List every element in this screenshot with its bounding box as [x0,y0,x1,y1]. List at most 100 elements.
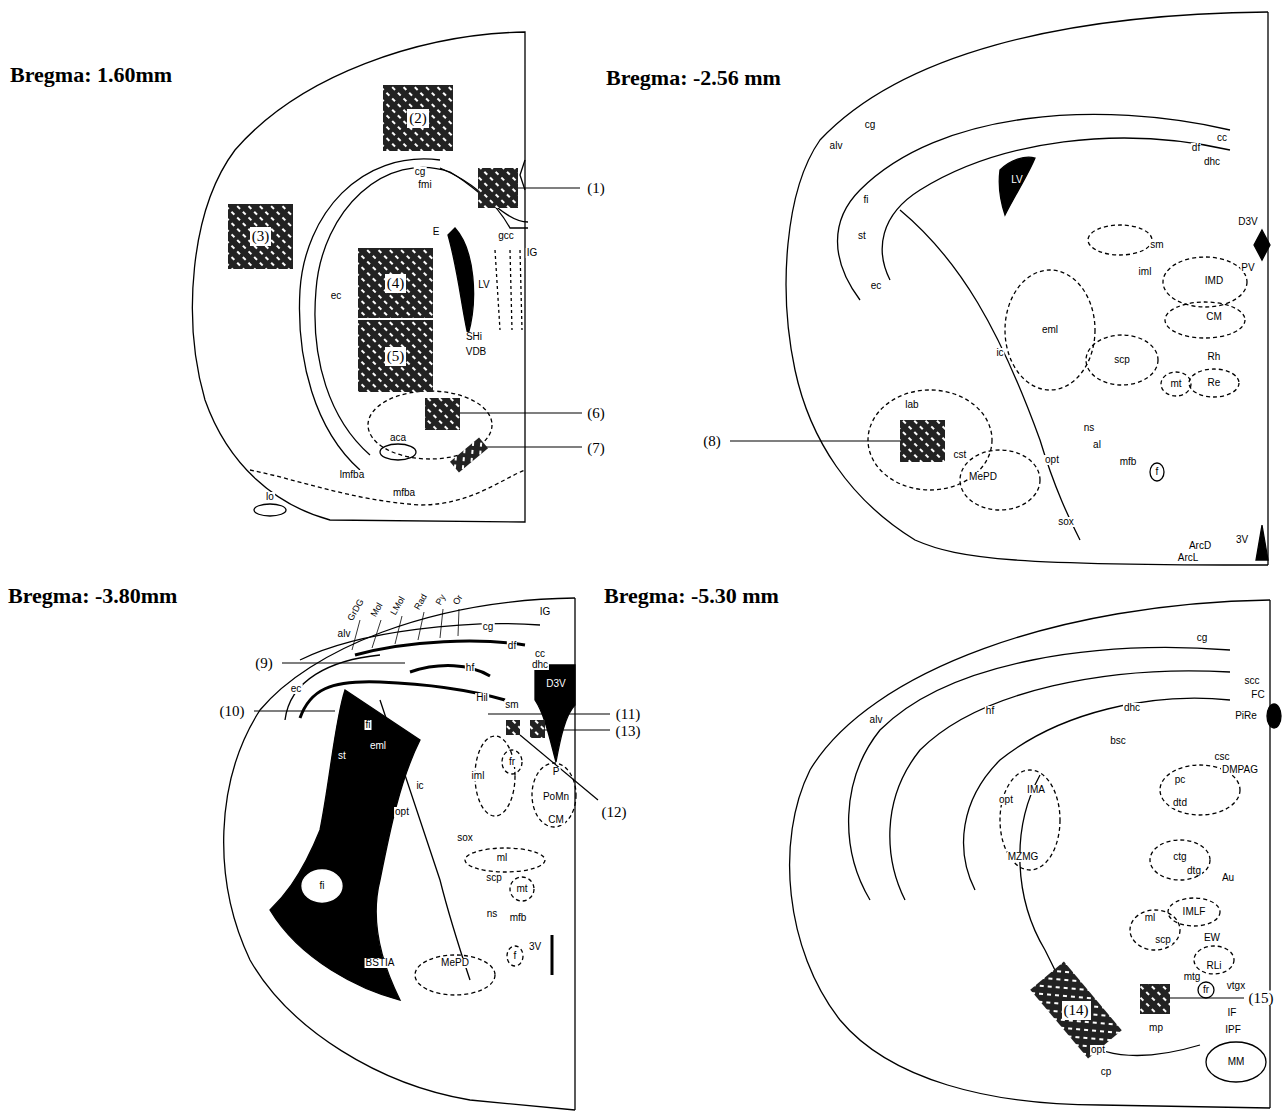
structure-label: IG [526,248,539,258]
structure-label: Au [1221,873,1235,883]
hatched-region: (14) [1032,966,1120,1054]
structure-label: ArcL [1177,553,1200,563]
section-outline [510,877,534,901]
structure-label: EW [1203,933,1221,943]
leader-line [460,188,582,447]
structure-label: MZMG [1007,852,1040,862]
section-outline [1206,1042,1266,1082]
leader-line [254,663,610,800]
structure-label: vtgx [1226,981,1246,991]
structure-label: dhc [531,660,549,670]
structure-label: mt [1169,379,1182,389]
section-outline [355,641,525,655]
structure-label: 3V [528,942,542,952]
structure-label: df [1191,143,1201,153]
structure-label: SHi [465,332,483,342]
structure-label: sm [1149,240,1164,250]
structure-label: cc [1216,133,1228,143]
structure-label: fi [863,195,870,205]
structure-label: cc [534,649,546,659]
structure-label: ml [496,853,509,863]
structure-label: lo [265,492,275,502]
hatch-fill [228,204,293,269]
section-outline [380,444,416,460]
callout-number: (4) [385,274,407,293]
structure-label: PiRe [1234,711,1258,721]
structure-label: dhc [1203,157,1221,167]
section-outline [520,160,525,190]
section-outline [1189,369,1239,397]
section-outline [502,750,522,774]
structure-label: LV [1011,175,1023,185]
structure-label: bsc [1109,736,1127,746]
structure-label: DMPAG [1221,765,1259,775]
section-outline [440,168,528,228]
hippocampal-layer-ticks [372,620,381,648]
structure-label: PV [1240,263,1255,273]
structure-label: FC [1250,690,1265,700]
section-outline [224,598,575,1110]
structure-label: fr [1202,985,1210,995]
callout-number: (14) [1062,1001,1091,1020]
structure-label: df [507,641,517,651]
structure-label: hf [465,663,475,673]
structure-label: ic [415,781,424,791]
section-outline [315,167,528,455]
structure-label: csc [1214,752,1231,762]
structure-label: Hil [475,693,489,703]
callout-number: (6) [586,406,606,421]
section-outline [448,228,474,335]
structure-label: alv [869,715,884,725]
section-outline [299,159,440,470]
structure-label: ec [330,291,343,301]
structure-label: ArcD [1188,541,1212,551]
structure-label: ctg [1172,852,1187,862]
hatched-region [530,720,545,738]
structure-label: opt [1044,455,1060,465]
section-outline [1198,982,1214,998]
hatched-region [1140,984,1170,1014]
callout-number: (8) [702,434,722,449]
section-outline [868,225,1247,510]
leader-line [488,713,610,714]
structure-label: scp [1113,355,1131,365]
layer-label: GrDG [346,597,367,624]
section-outline [1194,946,1234,974]
hatched-region [478,168,518,208]
structure-label: cp [1100,1067,1113,1077]
section-outline [1130,910,1180,950]
structure-label: scp [1154,935,1172,945]
structure-label: alv [829,141,844,151]
section-outline [1267,12,1268,565]
structure-label: ec [870,281,883,291]
hatched-region: (4) [358,248,433,318]
section-title: Bregma: -5.30 mm [604,585,779,607]
structure-label: E [432,227,441,237]
structure-label: CM [547,815,565,825]
leader-line [520,735,598,800]
structure-label: IF [1227,1008,1238,1018]
section-outline [1088,225,1152,255]
section-outline [302,870,342,902]
structure-label: st [857,231,867,241]
structure-label: dhc [1123,703,1141,713]
structure-label: hf [985,706,995,716]
structure-label: mp [1148,1023,1164,1033]
section-outline [495,250,522,330]
hatched-region [900,420,945,462]
structure-label: ic [995,348,1004,358]
hatch-fill [383,85,453,151]
section-outline [1150,840,1210,880]
section-outline [964,698,1230,890]
callout-number: (13) [615,724,642,739]
hatch-fill [358,248,433,318]
structure-label: al [1092,440,1102,450]
structure-label: sm [504,700,519,710]
structure-label: Re [1207,378,1222,388]
section-outline [1256,525,1268,560]
section-outline [270,690,420,1000]
structure-label: IPF [1224,1025,1242,1035]
callout-number: (10) [219,704,246,719]
leader-line [460,412,582,413]
structure-label: cg [482,622,495,632]
